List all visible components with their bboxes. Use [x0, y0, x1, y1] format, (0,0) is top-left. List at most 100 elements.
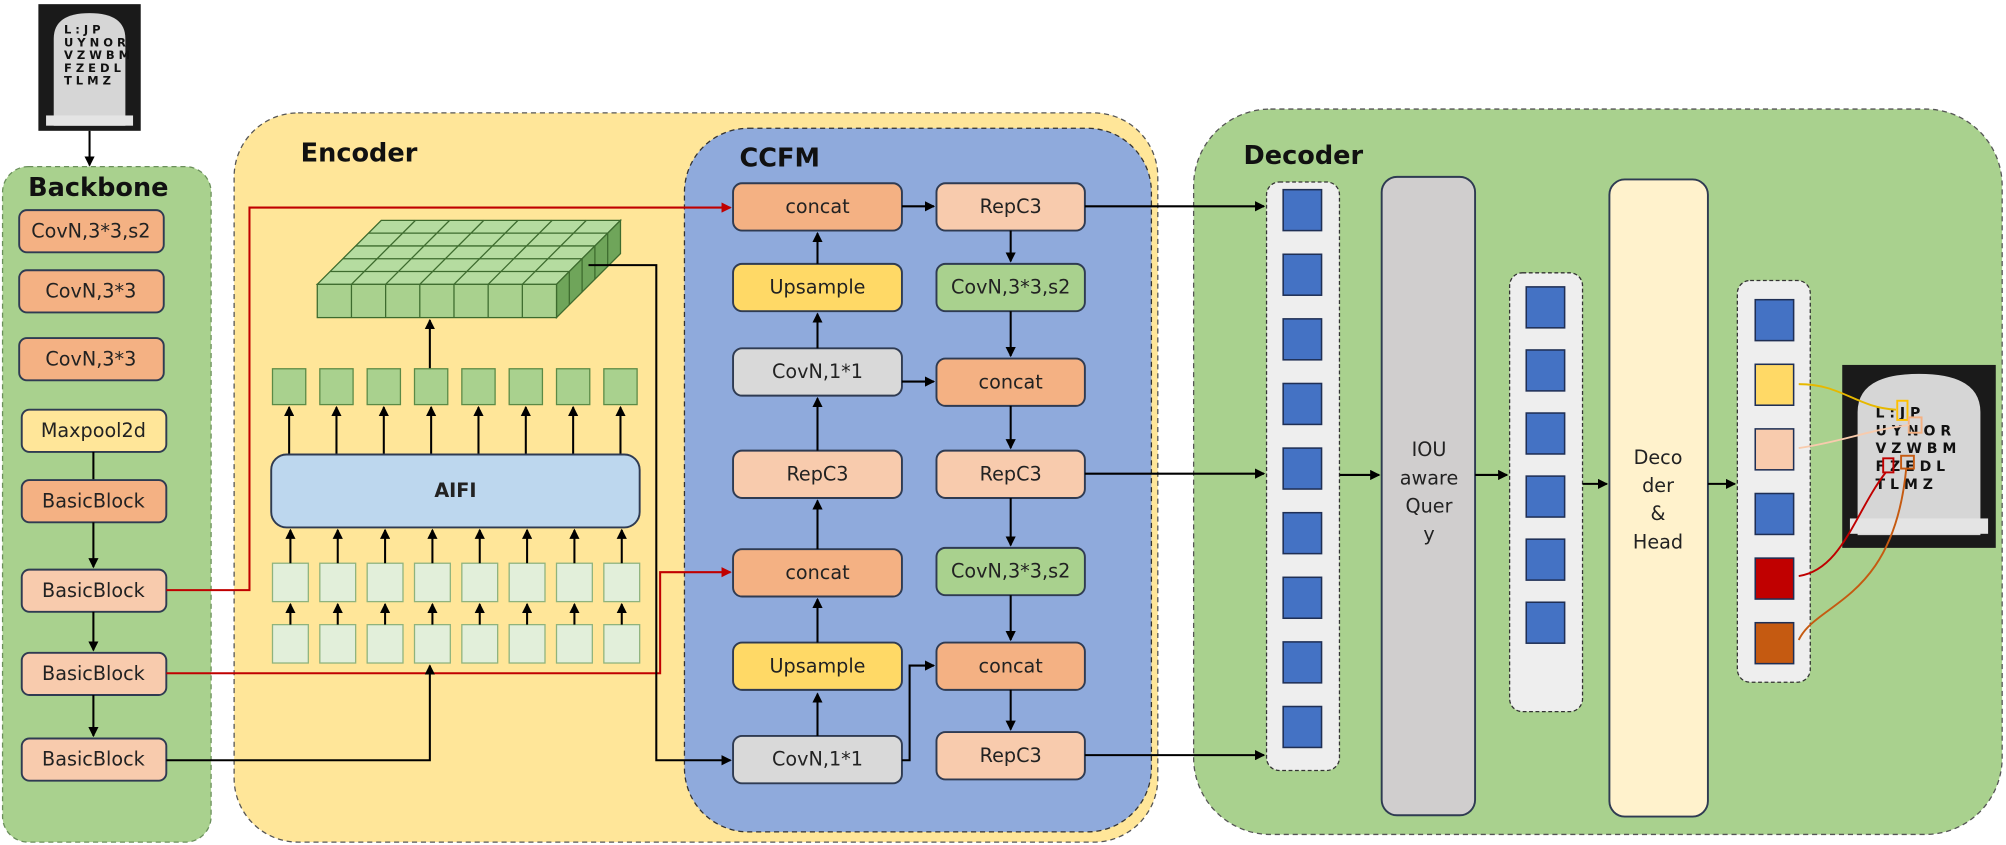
feature-query [1282, 318, 1323, 361]
block-label: concat [979, 654, 1044, 677]
connections [166, 201, 1266, 766]
encoded-token [508, 368, 544, 406]
eye-chart-row: L : J P [64, 23, 101, 37]
backbone-block: CovN,3*3,s2 [18, 209, 165, 254]
selected-query [1525, 286, 1566, 329]
block-label: BasicBlock [42, 662, 146, 685]
aifi-block: AIFI [270, 453, 641, 529]
decoder-panel: Decoder IOU aware Quer y Deco der & Head [1192, 108, 2003, 836]
feature-query [1282, 705, 1323, 749]
block-label: concat [979, 370, 1044, 393]
eye-chart-row: U Y N O R [1876, 423, 1952, 439]
block-label: Upsample [770, 276, 866, 299]
input-token [461, 623, 499, 664]
encoded-token [271, 368, 307, 406]
decoder-head-block: Deco der & Head [1608, 178, 1709, 818]
iou-label-line: Quer [1406, 494, 1453, 517]
input-token [366, 623, 404, 664]
eye-chart-row: T L M Z [64, 74, 111, 88]
output-query [1754, 428, 1795, 471]
backbone-block: CovN,3*3 [18, 269, 165, 314]
iou-label-line: IOU [1412, 438, 1447, 461]
backbone-block: BasicBlock [20, 737, 168, 782]
backbone-block: BasicBlock [20, 651, 168, 696]
block-label: concat [785, 561, 850, 584]
detection-box [1882, 457, 1895, 474]
block-label: BasicBlock [42, 579, 146, 602]
block-label: Maxpool2d [41, 419, 146, 442]
detection-link [1798, 471, 1887, 577]
ccfm-block-concat: concat [732, 548, 903, 598]
ccfm-block-covn-3-3-s2: CovN,3*3,s2 [935, 262, 1086, 313]
ccfm-block-repc3: RepC3 [732, 449, 903, 499]
block-label: CovN,3*3,s2 [951, 560, 1070, 583]
feature-query [1282, 447, 1323, 490]
input-token [319, 623, 357, 664]
ccfm-block-covn-1-1: CovN,1*1 [732, 347, 903, 397]
ccfm-block-covn-1-1: CovN,1*1 [732, 734, 903, 785]
feature-map-3d [315, 218, 623, 320]
input-token [555, 623, 593, 664]
flattened-token [366, 562, 404, 603]
block-label: CovN,1*1 [772, 360, 863, 383]
flattened-token [461, 562, 499, 603]
input-token [603, 623, 641, 664]
feature-query [1282, 576, 1323, 620]
block-label: RepC3 [980, 195, 1042, 218]
ccfm-panel: CCFM concatUpsampleCovN,1*1RepC3concatUp… [683, 127, 1153, 833]
flattened-token [508, 562, 546, 603]
output-query [1754, 363, 1795, 406]
encoded-token [366, 368, 402, 406]
ccfm-title: CCFM [739, 144, 819, 174]
eye-chart-row: F Z E D L [64, 61, 122, 75]
encoder-title: Encoder [301, 139, 418, 169]
aifi-label: AIFI [434, 479, 476, 502]
arrow [901, 660, 936, 762]
detection-link [1797, 468, 1908, 641]
flattened-token [603, 562, 641, 603]
iou-label-line: y [1423, 523, 1434, 546]
block-label: concat [785, 195, 850, 218]
ccfm-block-repc3: RepC3 [935, 731, 1086, 781]
block-label: BasicBlock [42, 748, 146, 771]
input-token [413, 623, 451, 664]
skip-connection [166, 202, 732, 592]
selected-query [1525, 601, 1566, 644]
output-query [1754, 557, 1795, 600]
ccfm-block-repc3: RepC3 [935, 182, 1086, 232]
output-query [1754, 298, 1795, 342]
flattened-token [319, 562, 357, 603]
arrow [166, 664, 435, 762]
iou-label-line: aware [1400, 466, 1458, 489]
decoder-head-label-line: Deco [1634, 446, 1683, 469]
detection-link [1798, 383, 1897, 411]
decoder-head-label-line: & [1651, 502, 1666, 525]
ccfm-block-concat: concat [732, 182, 903, 232]
ccfm-block-upsample: Upsample [732, 262, 903, 313]
flattened-token [413, 562, 451, 603]
selected-query [1525, 349, 1566, 392]
eye-chart-row: V Z W B M [64, 48, 130, 62]
arrow [588, 264, 732, 766]
output-query [1754, 492, 1795, 536]
feature-query [1282, 511, 1323, 555]
decoder-head-label-line: der [1642, 474, 1674, 497]
backbone-block: BasicBlock [20, 479, 168, 524]
block-label: CovN,1*1 [772, 748, 863, 771]
encoded-token [555, 368, 591, 406]
block-label: CovN,3*3,s2 [951, 276, 1070, 299]
encoded-token [461, 368, 496, 406]
eye-chart-row: U Y N O R [64, 35, 126, 49]
selected-query [1525, 412, 1566, 455]
backbone-block: Maxpool2d [20, 408, 168, 453]
decoder-title: Decoder [1244, 141, 1364, 171]
ccfm-block-covn-3-3-s2: CovN,3*3,s2 [935, 546, 1086, 597]
ccfm-block-concat: concat [935, 641, 1086, 691]
flattened-token [555, 562, 593, 603]
backbone-block: CovN,3*3 [18, 337, 165, 382]
ccfm-block-repc3: RepC3 [935, 449, 1086, 499]
output-query [1754, 621, 1795, 665]
input-token [271, 623, 309, 664]
decoder-head-label-line: Head [1633, 530, 1683, 553]
